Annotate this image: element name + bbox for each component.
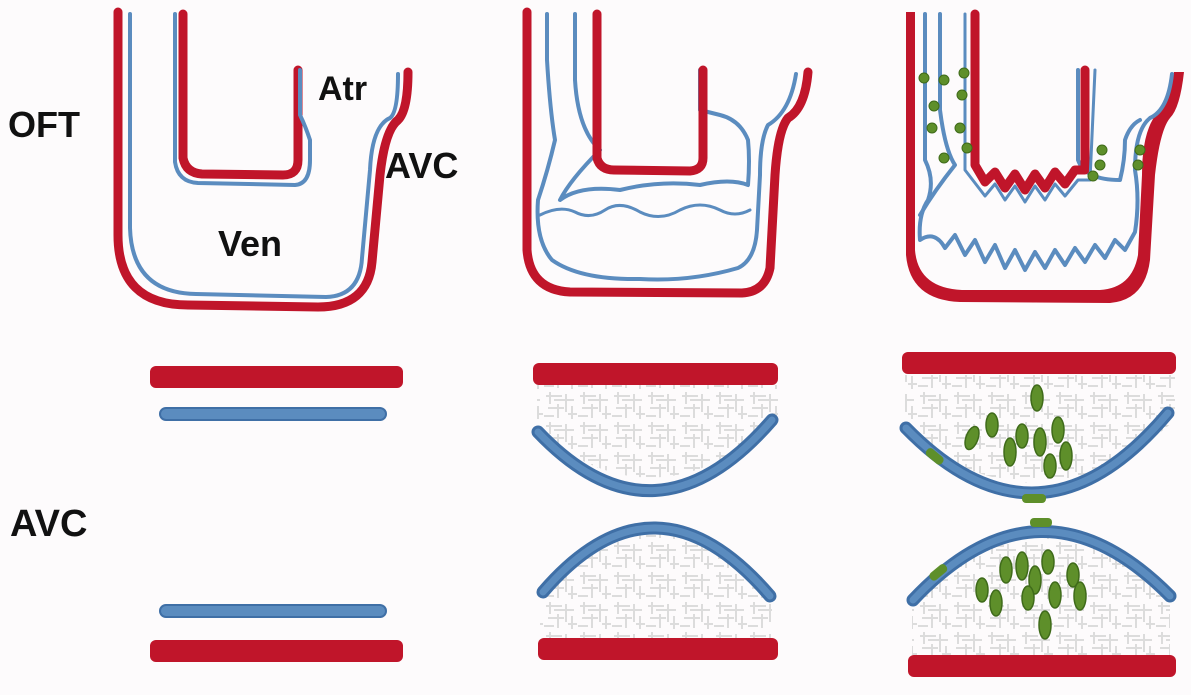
endocardium-outer (130, 14, 398, 297)
myocardium-top (150, 366, 403, 388)
endocardium-top (160, 408, 386, 420)
myocardium-top (902, 352, 1176, 374)
myocardium-inner (183, 14, 298, 175)
myocardium-inner (597, 14, 703, 171)
myocardium-outer (118, 12, 408, 307)
cushion-matrix-bottom (540, 520, 772, 640)
avc-section-stage-2 (533, 363, 778, 660)
heart-tube-stage-3 (906, 12, 1184, 303)
myocardium-bottom (538, 638, 778, 660)
myocardium-bottom (908, 655, 1176, 677)
myocardium-bottom (150, 640, 403, 662)
myocardium-outer (527, 12, 808, 293)
endocardium-outer (920, 14, 1172, 270)
endocardium-bottom (160, 605, 386, 617)
heart-tube-stage-1 (118, 12, 408, 307)
avc-section-stage-1 (150, 366, 403, 662)
heart-tube-stage-2 (527, 12, 808, 293)
avc-section-stage-3 (902, 352, 1176, 677)
endocardium-inner (175, 14, 310, 185)
myocardium-top (533, 363, 778, 385)
myocardium-inner (975, 14, 1085, 190)
cushion-matrix-bottom (912, 520, 1170, 660)
endocardium-wavy (540, 205, 750, 217)
